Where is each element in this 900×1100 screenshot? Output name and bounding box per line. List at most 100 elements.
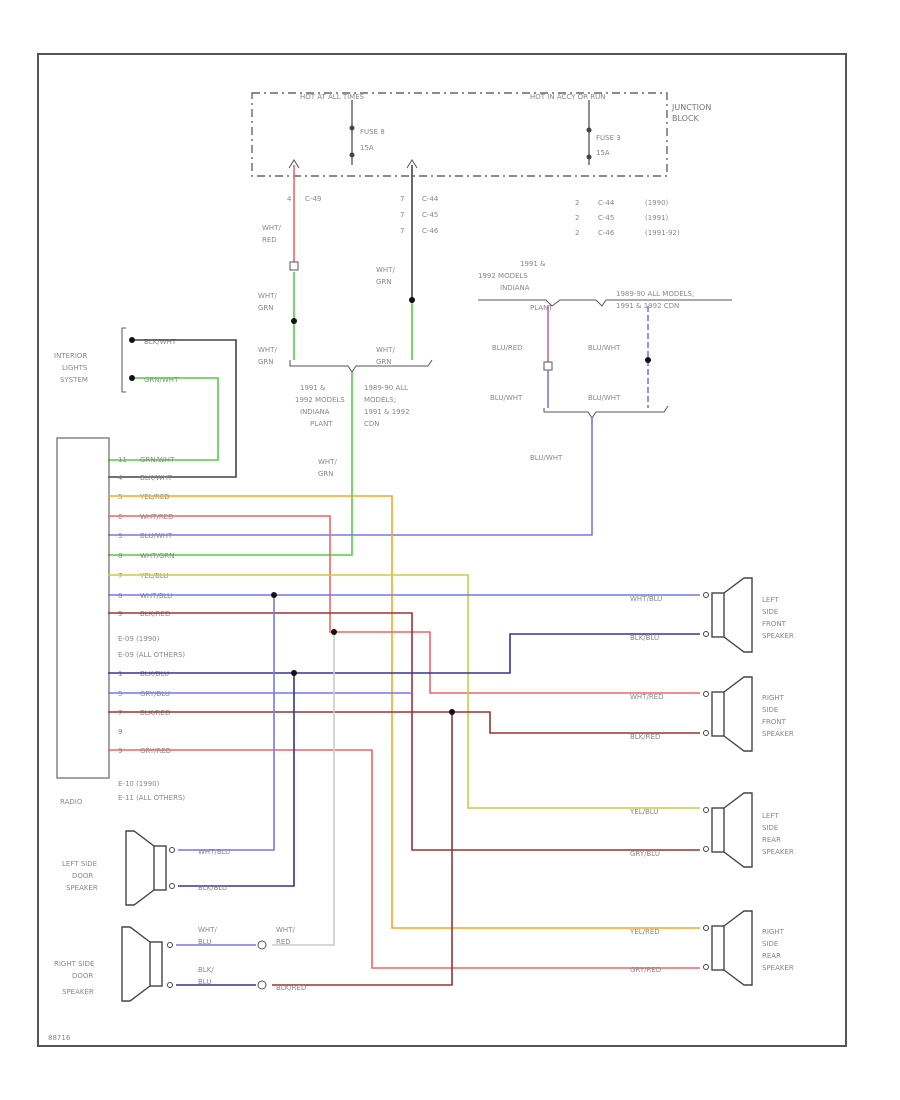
wire-yel-blu bbox=[108, 574, 700, 809]
wire-door-wht-blu bbox=[178, 595, 275, 851]
speaker-lf-label-1: LEFT bbox=[762, 596, 779, 604]
speaker-rd-wire-4: BLK/RED bbox=[276, 984, 306, 992]
speaker-rf-wire-2: BLK/RED bbox=[630, 733, 660, 741]
radio-pin-3-num: 5 bbox=[118, 493, 122, 501]
splice-dot-left bbox=[291, 318, 297, 324]
wire-label-wht-grn-d1: WHT/ bbox=[376, 346, 395, 354]
conn-right-name-3: C-46 bbox=[598, 229, 615, 237]
radio-pin-7-color: YEL/BLU bbox=[139, 572, 168, 580]
inline-connector-right bbox=[543, 361, 553, 371]
plant-note-right-a2: 1992 MODELS bbox=[478, 272, 528, 280]
radio-pin-9-color: BLK/RED bbox=[140, 610, 170, 618]
speaker-rf-term-1 bbox=[703, 691, 709, 697]
conn-right-pin-2: 2 bbox=[575, 214, 579, 222]
fuse-b-name: FUSE 3 bbox=[596, 134, 621, 142]
speaker-rd-term-1 bbox=[167, 942, 173, 948]
radio-pin-4-color: WHT/RED bbox=[140, 513, 174, 521]
fuse-b-amp: 15A bbox=[596, 149, 610, 157]
wire-wht-grn-to-radio bbox=[108, 372, 353, 556]
radio-pin2-5-num: 9 bbox=[118, 747, 122, 755]
radio-pin-7-num: 7 bbox=[118, 572, 122, 580]
speaker-lf-term-1 bbox=[703, 592, 709, 598]
speaker-rr-magnet bbox=[711, 925, 725, 971]
conn-right-note-1: (1990) bbox=[645, 199, 669, 207]
wire-door-blk-blu bbox=[178, 673, 295, 887]
plant-note-left-2: 1992 MODELS bbox=[295, 396, 345, 404]
speaker-rf-magnet bbox=[711, 691, 725, 737]
speaker-right-rear: RIGHT SIDE REAR SPEAKER bbox=[703, 910, 794, 986]
speaker-rr-label-3: REAR bbox=[762, 952, 781, 960]
speaker-left-rear: LEFT SIDE REAR SPEAKER bbox=[703, 792, 794, 868]
radio-conn-note-3: E-10 (1990) bbox=[118, 780, 160, 788]
connector-arrow-mid bbox=[406, 159, 418, 169]
speaker-lr-label-2: SIDE bbox=[762, 824, 778, 832]
conn-right-note-2: (1991) bbox=[645, 214, 669, 222]
conn-mid-pin-1: 7 bbox=[400, 195, 404, 203]
speaker-ld-label-1: LEFT SIDE bbox=[62, 860, 97, 868]
speaker-lf-cone bbox=[723, 577, 753, 653]
radio-pin-1-num: 11 bbox=[118, 456, 127, 464]
option-bracket-right-top bbox=[478, 299, 732, 307]
wire-label-wht-red-2: RED bbox=[262, 236, 277, 244]
fuse-a-terminal-bottom bbox=[349, 152, 355, 158]
wire-blk-blu bbox=[108, 633, 700, 674]
fuse-b-terminal-top bbox=[586, 127, 592, 133]
radio-pin-8-num: 8 bbox=[118, 592, 122, 600]
speaker-rd-label-1: RIGHT SIDE bbox=[54, 960, 94, 968]
wire-label-wht-grn-e2: GRN bbox=[318, 470, 334, 478]
radio-pin2-1-color: BLK/BLU bbox=[140, 670, 169, 678]
plant-note-right-a3: INDIANA bbox=[500, 284, 530, 292]
speaker-rr-wire-1: YEL/RED bbox=[629, 928, 660, 936]
inline-connector-left bbox=[289, 261, 299, 271]
wire-label-blu-red: BLU/RED bbox=[492, 344, 523, 352]
junction-block-label-1: JUNCTION bbox=[671, 103, 711, 112]
speaker-rf-term-2 bbox=[703, 730, 709, 736]
speaker-rd-wire-3b: RED bbox=[276, 938, 291, 946]
wire-blk-red-1 bbox=[108, 612, 700, 851]
wire-label-wht-grn-b2: GRN bbox=[258, 358, 274, 366]
radio-pin2-3-num: 7 bbox=[118, 709, 122, 717]
speaker-lf-wire-2: BLK/BLU bbox=[630, 634, 659, 642]
radio-box bbox=[56, 437, 110, 779]
radio-pin-6-num: 8 bbox=[118, 552, 122, 560]
conn-left-name: C-49 bbox=[305, 195, 321, 203]
speaker-rr-wire-2: GRY/RED bbox=[630, 966, 661, 974]
rd-inline-conn-1 bbox=[257, 940, 267, 950]
radio-conn-note-1: E-09 (1990) bbox=[118, 635, 160, 643]
fuse-a-amp: 15A bbox=[360, 144, 374, 152]
interior-lights-pin-2 bbox=[129, 375, 135, 381]
conn-right-pin-3: 2 bbox=[575, 229, 579, 237]
plant-note-right-b1: 1989-90 ALL MODELS; bbox=[616, 290, 694, 298]
speaker-rd-wire-2b: BLU bbox=[198, 978, 211, 986]
speaker-rr-label-1: RIGHT bbox=[762, 928, 785, 936]
radio-pin-1-color: GRN/WHT bbox=[140, 456, 175, 464]
interior-lights-wire-2: GRN/WHT bbox=[144, 376, 179, 384]
wire-label-blu-wht-3: BLU/WHT bbox=[588, 394, 621, 402]
plant-note-left-1: 1991 & bbox=[300, 384, 326, 392]
speaker-ld-wire-1: WHT/BLU bbox=[198, 848, 230, 856]
radio-conn-note-2: E-09 (ALL OTHERS) bbox=[118, 651, 185, 659]
radio-pin2-2-color: GRY/BLU bbox=[140, 690, 170, 698]
plant-note-mid-3: 1991 & 1992 bbox=[364, 408, 410, 416]
speaker-ld-wire-2: BLK/BLU bbox=[198, 884, 227, 892]
speaker-lr-term-2 bbox=[703, 846, 709, 852]
wire-label-blu-wht-2: BLU/WHT bbox=[490, 394, 523, 402]
junction-block-label-2: BLOCK bbox=[672, 114, 700, 123]
fuse-a-name: FUSE 8 bbox=[360, 128, 385, 136]
fuse-a-terminal-top bbox=[349, 125, 355, 131]
radio-label: RADIO bbox=[60, 798, 83, 806]
speaker-rf-label-3: FRONT bbox=[762, 718, 787, 726]
radio-pin2-4-num: 9 bbox=[118, 728, 122, 736]
speaker-rd-wire-2a: BLK/ bbox=[198, 966, 214, 974]
wire-label-blu-wht-4: BLU/WHT bbox=[530, 454, 563, 462]
speaker-lf-label-4: SPEAKER bbox=[762, 632, 794, 640]
wire-gry-red bbox=[108, 749, 700, 969]
wire-label-wht-grn-b1: WHT/ bbox=[258, 346, 277, 354]
wire-label-wht-grn-a2: GRN bbox=[258, 304, 274, 312]
splice-dot-right bbox=[645, 357, 651, 363]
speaker-rr-cone bbox=[723, 910, 753, 986]
option-bracket-left bbox=[289, 359, 433, 373]
radio-pin-8-color: WHT/BLU bbox=[140, 592, 172, 600]
conn-right-name-1: C-44 bbox=[598, 199, 615, 207]
